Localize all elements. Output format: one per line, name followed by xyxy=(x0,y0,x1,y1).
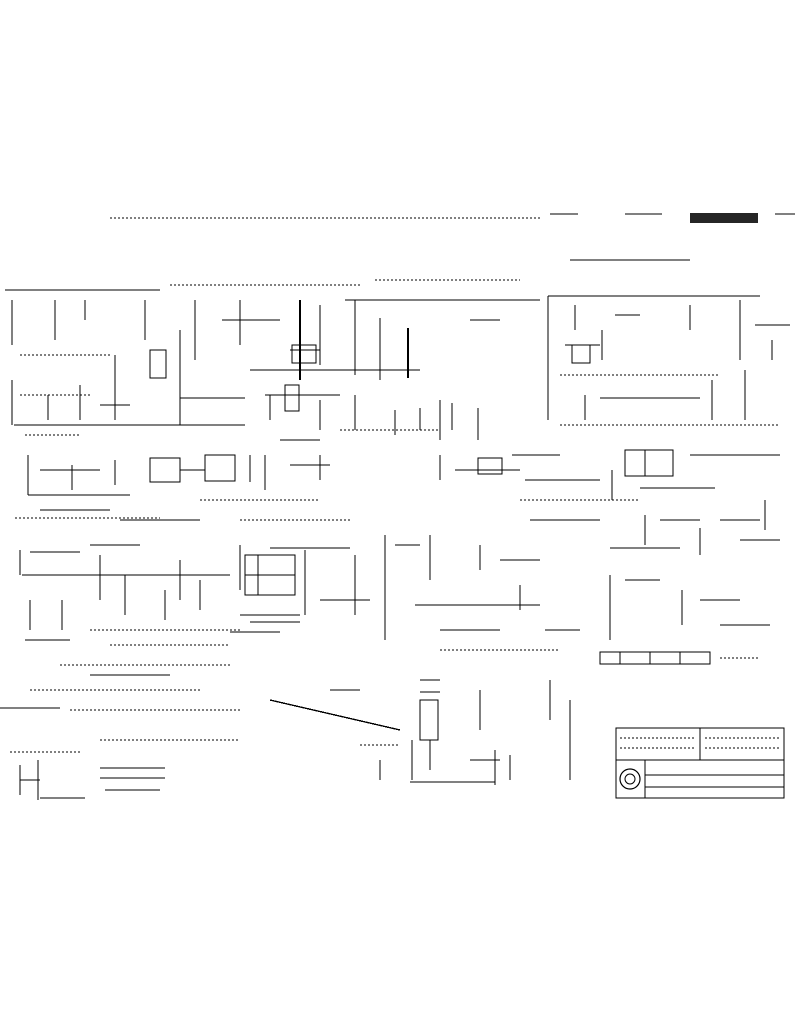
header-rules xyxy=(110,213,795,223)
circuit-block-bottom-left xyxy=(0,664,401,800)
circuit-block-bottom-center xyxy=(360,679,571,785)
circuit-block-middle-right xyxy=(439,449,780,555)
circuit-block-upper-middle xyxy=(170,279,540,441)
circuit-block-lower-left xyxy=(19,535,431,646)
circuit-block-upper-right xyxy=(547,259,790,426)
circuit-block-lower-center xyxy=(415,545,770,665)
header-reference-box xyxy=(690,213,758,223)
company-logo-icon xyxy=(619,768,641,790)
circuit-block-middle-left xyxy=(15,454,350,521)
title-block xyxy=(615,727,785,799)
circuit-block-upper-left xyxy=(5,289,245,436)
